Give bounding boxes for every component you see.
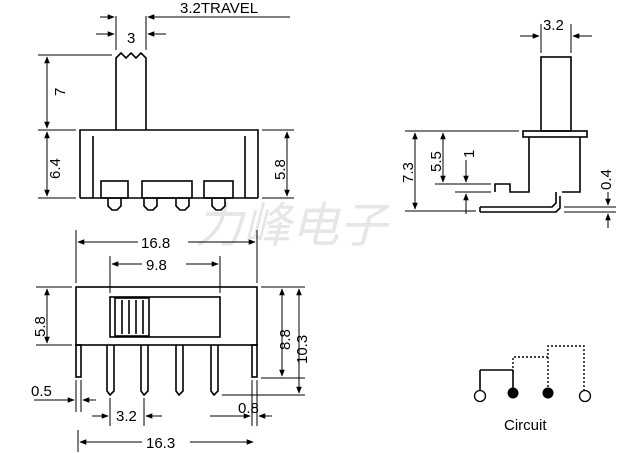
dim-inner-width: 9.8 bbox=[146, 257, 167, 274]
dim-pin-span: 16.3 bbox=[146, 435, 175, 452]
circuit-diagram: Circuit bbox=[473, 345, 592, 434]
dim-bracket-gap: 1 bbox=[461, 150, 478, 158]
terminal-common-1 bbox=[507, 387, 519, 399]
side-view: 3.2 7.3 5.5 1 0.4 bbox=[400, 17, 616, 228]
dim-pin-width: 0.5 bbox=[31, 383, 52, 400]
dim-pin-pitch: 3.2 bbox=[116, 408, 137, 425]
actuator-shape bbox=[115, 51, 147, 130]
dim-front-total-height: 10.3 bbox=[294, 335, 311, 364]
dim-end-pin: 0.8 bbox=[238, 400, 259, 417]
top-view: 3 3.2TRAVEL 7 6.4 5.8 bbox=[38, 0, 294, 211]
dim-pin-height: 8.8 bbox=[277, 329, 294, 350]
slider-knob bbox=[114, 297, 150, 337]
bracket bbox=[494, 137, 530, 193]
slider-window bbox=[109, 296, 221, 338]
dim-total-height: 7.3 bbox=[400, 162, 417, 183]
dim-side-actuator-width: 3.2 bbox=[543, 17, 564, 34]
pins bbox=[75, 344, 258, 397]
front-view: 16.8 9.8 5.8 8.8 10.3 0.5 3.2 0.8 bbox=[31, 230, 311, 452]
dim-front-body-height: 5.8 bbox=[32, 316, 49, 337]
dim-travel: 3.2TRAVEL bbox=[180, 0, 258, 17]
actuator-side bbox=[540, 56, 572, 132]
dim-actuator-width: 3 bbox=[127, 30, 135, 47]
dim-plate-thickness: 0.4 bbox=[598, 169, 615, 190]
terminal-blocks bbox=[93, 180, 245, 211]
dim-outer-width: 16.8 bbox=[141, 235, 170, 252]
dim-body-height: 6.4 bbox=[47, 158, 64, 179]
circuit-label: Circuit bbox=[504, 417, 547, 434]
terminal-common-2 bbox=[542, 387, 554, 399]
dim-actuator-height: 7 bbox=[52, 88, 69, 96]
front-body bbox=[75, 286, 258, 346]
body-outline bbox=[79, 129, 259, 198]
dim-body-inner-height: 5.8 bbox=[272, 159, 289, 180]
dim-side-body-height: 5.5 bbox=[428, 151, 445, 172]
terminal-open-2 bbox=[578, 389, 592, 403]
terminal-open-1 bbox=[473, 389, 487, 403]
